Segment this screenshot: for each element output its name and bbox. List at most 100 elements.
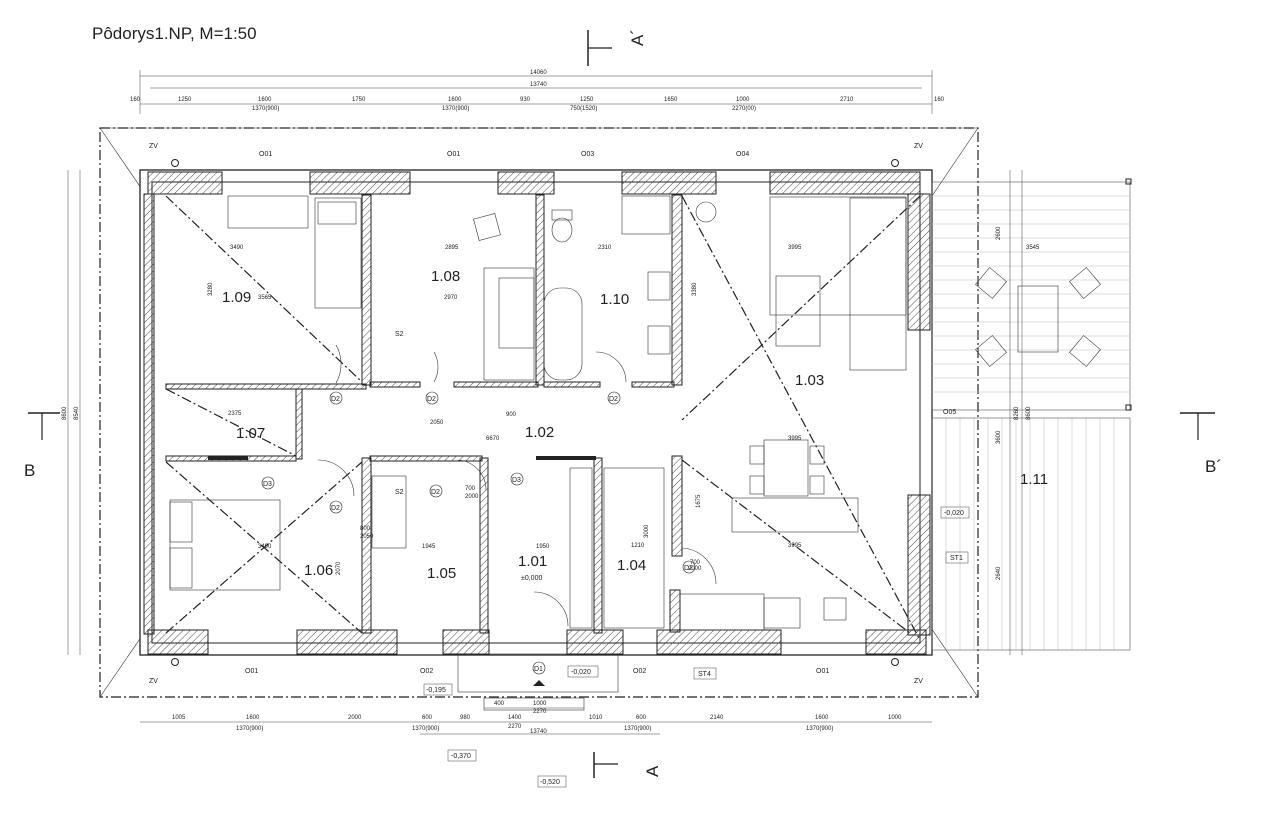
- level-entry: ±0,000: [521, 575, 542, 582]
- dim-bot-9: 1600: [815, 715, 829, 721]
- dim-top-0: 160: [130, 97, 141, 103]
- dim-bot-sub-3: 1370(900): [806, 726, 833, 732]
- dim-entry-3: 2270: [508, 724, 522, 730]
- door-swings: [317, 344, 717, 627]
- door-d2-6: D2: [684, 565, 693, 572]
- dim-3490: 3490: [230, 245, 244, 251]
- dim-3380: 3380: [692, 282, 698, 296]
- dim-3565: 3565: [258, 295, 272, 301]
- section-a-bottom-label: A: [643, 765, 662, 777]
- dim-top-10: 160: [934, 97, 945, 103]
- dim-8260: 8260: [1014, 406, 1020, 420]
- bottom-dimension-lines: [140, 707, 932, 735]
- dim-800: 800: [360, 526, 371, 532]
- dim-top-3: 1750: [352, 97, 366, 103]
- st1-label: ST1: [950, 555, 963, 562]
- zv-top-right: ZV: [914, 143, 923, 150]
- room-1-04: 1.04: [617, 557, 646, 574]
- dim-2050-b: 2050: [430, 420, 444, 426]
- dim-top-2: 1600: [258, 97, 272, 103]
- dim-bot-1: 1600: [246, 715, 260, 721]
- window-o01-2: O01: [447, 151, 460, 158]
- dim-3000: 3000: [644, 524, 650, 538]
- dim-entry-4: 13740: [530, 729, 547, 735]
- window-o01-1: O01: [259, 151, 272, 158]
- room-1-03: 1.03: [795, 372, 824, 389]
- dim-8540: 8540: [74, 406, 80, 420]
- dim-2970: 2970: [444, 295, 458, 301]
- dim-top-5: 930: [520, 97, 531, 103]
- window-o05: O05: [943, 409, 956, 416]
- dim-bot-sub-1: 1370(900): [412, 726, 439, 732]
- door-d2-4: D2: [431, 489, 440, 496]
- dim-bot-3: 600: [422, 715, 433, 721]
- dim-top-sub-3: 2270(00): [732, 106, 756, 112]
- section-b-right: B´: [1180, 412, 1222, 476]
- dim-bot-sub-2: 1370(900): [624, 726, 651, 732]
- room-1-09: 1.09: [222, 289, 251, 306]
- dim-2375: 2375: [228, 411, 242, 417]
- window-o02-1: O02: [420, 668, 433, 675]
- dim-2640: 2640: [996, 566, 1002, 580]
- room-diagonals: [165, 195, 921, 641]
- room-1-07: 1.07: [236, 425, 265, 442]
- door-d3-1: D3: [263, 481, 272, 488]
- downpipe-top-right: [891, 159, 899, 167]
- door-d2-2: D2: [427, 396, 436, 403]
- s2-label-1: S2: [395, 331, 404, 338]
- section-a-top-label: A´: [628, 29, 647, 46]
- entry-steps: [457, 653, 619, 711]
- furniture: [169, 195, 907, 631]
- dim-top-sub-1: 1370(900): [442, 106, 469, 112]
- room-1-02: 1.02: [525, 424, 554, 441]
- door-d1: D1: [534, 666, 543, 673]
- dim-bot-5: 1400: [508, 715, 522, 721]
- room-1-05: 1.05: [427, 565, 456, 582]
- section-a-bottom: A: [593, 752, 662, 778]
- st4-label: ST4: [698, 671, 711, 678]
- dim-bot-sub-0: 1370(900): [236, 726, 263, 732]
- dim-2000: 2000: [465, 494, 479, 500]
- dim-2310: 2310: [598, 245, 612, 251]
- room-1-08: 1.08: [431, 268, 460, 285]
- dim-3600: 3600: [996, 430, 1002, 444]
- dim-top-7: 1650: [664, 97, 678, 103]
- door-d2-1: D2: [331, 396, 340, 403]
- dim-inner: 13740: [530, 82, 547, 88]
- window-o04: O04: [736, 151, 749, 158]
- zv-top-left: ZV: [149, 143, 158, 150]
- s2-label-2: S2: [395, 489, 404, 496]
- dim-top-6: 1250: [580, 97, 594, 103]
- downpipe-bottom-left: [171, 658, 179, 666]
- dim-top-sub-0: 1370(900): [252, 106, 279, 112]
- dim-1210: 1210: [631, 543, 645, 549]
- dim-entry-2: 2270: [533, 709, 547, 715]
- dim-top-9: 2710: [840, 97, 854, 103]
- window-o01-4: O01: [816, 668, 829, 675]
- section-b-right-label: B´: [1205, 457, 1222, 476]
- dim-bot-8: 2140: [710, 715, 724, 721]
- dim-1945: 1945: [422, 544, 436, 550]
- dim-8600-left: 8600: [62, 406, 68, 420]
- section-b-left: B: [24, 412, 60, 480]
- level-terrace: -0,020: [944, 510, 964, 517]
- door-d2-5: D2: [331, 505, 340, 512]
- dim-bot-0: 1005: [172, 715, 186, 721]
- drawing-title: Pôdorys1.NP, M=1:50: [92, 24, 257, 43]
- room-1-10: 1.10: [600, 291, 629, 308]
- door-d3-2: D3: [512, 477, 521, 484]
- level-entry-out: -0,020: [571, 669, 591, 676]
- downpipe-top-left: [171, 159, 179, 167]
- dim-1950: 1950: [536, 544, 550, 550]
- section-a-top: A´: [587, 29, 647, 66]
- dim-8600: 8600: [1026, 406, 1032, 420]
- dim-top-sub-2: 750(1520): [570, 106, 597, 112]
- zv-bottom-left: ZV: [149, 678, 158, 685]
- dim-top-8: 1000: [736, 97, 750, 103]
- room-1-06: 1.06: [304, 562, 333, 579]
- zv-bottom-right: ZV: [914, 678, 923, 685]
- downpipe-bottom-right: [891, 658, 899, 666]
- dim-top-4: 1600: [448, 97, 462, 103]
- dim-2895: 2895: [445, 245, 459, 251]
